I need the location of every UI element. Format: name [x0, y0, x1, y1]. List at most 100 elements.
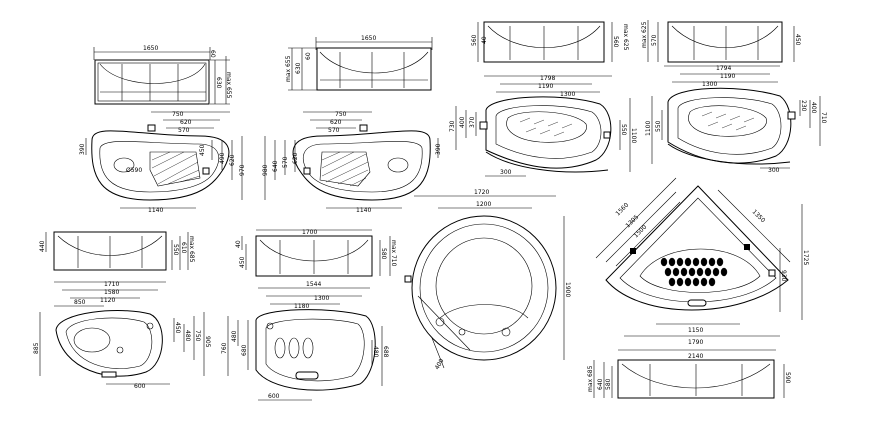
- dim-60-b: 60: [305, 52, 312, 60]
- dim-620-d: 620: [292, 152, 299, 164]
- dim-980-a: 980: [262, 164, 269, 176]
- dim-570-b: 570: [328, 127, 340, 134]
- dim-230: 230: [800, 100, 807, 112]
- dim-300-b: 300: [768, 167, 780, 174]
- dim-760: 760: [221, 342, 228, 354]
- dim-630-b: 630: [295, 62, 302, 74]
- elevation-view-6: 1700 40 450 580 max 710: [235, 229, 397, 277]
- dim-930: 930: [780, 270, 787, 282]
- dim-1100-a: 1100: [630, 128, 637, 143]
- dim-40-b: 40: [235, 240, 242, 248]
- dim-1560: 1560: [614, 202, 630, 218]
- dim-1190-b: 1190: [720, 73, 735, 80]
- plan-view-1: 750 620 570 Ø590 1140 390 450 490 620 97…: [79, 111, 246, 214]
- dim-730-a: 730: [449, 120, 456, 132]
- dim-1120: 1120: [100, 297, 115, 304]
- dim-570-c: 570: [282, 156, 289, 168]
- dim-580-b: 580: [605, 378, 612, 390]
- plan-view-4: 1794 1190 1300 1100 550 230 400 710 300: [645, 65, 827, 174]
- dim-370-a: 370: [469, 116, 476, 128]
- dim-600-a: 600: [134, 383, 146, 390]
- dim-1700: 1700: [302, 229, 317, 236]
- dim-300-a: 300: [500, 169, 512, 176]
- dim-400-b: 400: [810, 102, 817, 114]
- dim-400-a: 400: [459, 116, 466, 128]
- dim-560-b: 560: [612, 36, 619, 48]
- dim-680: 680: [241, 344, 248, 356]
- dim-1300-a: 1300: [560, 91, 575, 98]
- elevation-view-4: max 625 570 450: [641, 20, 801, 63]
- dim-850: 850: [74, 299, 86, 306]
- dim-dia590: Ø590: [126, 167, 142, 174]
- dim-640-a: 640: [272, 160, 279, 172]
- dim-max655-b: max 655: [285, 55, 292, 82]
- elevation-view-1: 1650 60 630 max 655: [93, 45, 232, 105]
- dim-550-a: 550: [620, 124, 627, 136]
- dim-1798: 1798: [540, 75, 555, 82]
- dim-620-b: 620: [229, 154, 236, 166]
- dim-1200: 1200: [476, 201, 491, 208]
- dim-1790: 1790: [688, 339, 703, 346]
- dim-450-a: 450: [199, 144, 206, 156]
- dim-750-a: 750: [172, 111, 184, 118]
- dim-480-b: 480: [231, 330, 238, 342]
- dim-710-a: 710: [820, 112, 827, 124]
- dim-400-c: 400: [434, 357, 446, 371]
- dim-1190-a: 1190: [538, 83, 553, 90]
- dim-480-a: 480: [184, 330, 191, 342]
- dim-490-a: 490: [219, 152, 226, 164]
- dim-1150: 1150: [688, 327, 703, 334]
- dim-1725: 1725: [802, 250, 809, 265]
- dim-1140-b: 1140: [356, 207, 371, 214]
- dim-1794: 1794: [716, 65, 731, 72]
- dim-390-b: 390: [435, 143, 442, 155]
- dim-620-c: 620: [330, 119, 342, 126]
- dim-480-c: 480: [372, 346, 379, 358]
- dim-750-c: 750: [194, 330, 201, 342]
- dim-600-b: 600: [268, 393, 280, 400]
- dim-1100-b: 1100: [645, 121, 652, 136]
- dim-550-b: 550: [655, 120, 662, 132]
- dim-590: 590: [784, 372, 791, 384]
- dim-440: 440: [39, 240, 46, 252]
- dim-max685-a: max 685: [188, 236, 195, 263]
- jet-grid: [660, 257, 728, 287]
- dim-40-a: 40: [481, 36, 488, 44]
- dim-1500: 1500: [632, 224, 648, 240]
- dim-450-c: 450: [174, 322, 181, 334]
- dim-1900: 1900: [564, 282, 571, 297]
- dim-2140: 2140: [688, 353, 703, 360]
- dim-max655-a: max 655: [225, 72, 232, 99]
- plan-view-round: 1720 1200 1900 400: [404, 189, 571, 371]
- dim-1720: 1720: [474, 189, 489, 196]
- dim-1140-a: 1140: [148, 207, 163, 214]
- dim-905: 905: [204, 336, 211, 348]
- dim-390-a: 390: [79, 143, 86, 155]
- dim-60-a: 60: [209, 50, 216, 58]
- dim-560-a: 560: [471, 34, 478, 46]
- dim-1650-a: 1650: [143, 45, 158, 52]
- dim-1544: 1544: [306, 281, 321, 288]
- plan-view-corner: 1560 1305 1500 1350 1725 930 1150 1790 2…: [595, 177, 809, 360]
- dim-1580: 1580: [104, 289, 119, 296]
- dim-970-a: 970: [239, 164, 246, 176]
- dim-640-b: 640: [597, 378, 604, 390]
- plan-view-3: 1798 1190 1300 730 400 370 1100 550 300: [449, 75, 637, 177]
- dim-688: 688: [382, 346, 389, 358]
- dim-620-a: 620: [180, 119, 192, 126]
- plan-view-6: 1544 1300 1180 760 480 680 480 688 600: [221, 281, 389, 401]
- dim-max625-b: max 625: [641, 21, 648, 48]
- dim-885: 885: [33, 342, 40, 354]
- dim-610: 610: [180, 242, 187, 254]
- dim-1180: 1180: [294, 303, 309, 310]
- dim-1710: 1710: [104, 281, 119, 288]
- dim-570-d: 570: [651, 34, 658, 46]
- dim-max625-a: max 625: [622, 24, 629, 51]
- dim-max710: max 710: [390, 240, 397, 267]
- dim-630-a: 630: [215, 77, 222, 89]
- dim-1350: 1350: [751, 208, 767, 224]
- dim-580-a: 580: [380, 248, 387, 260]
- elevation-view-2: 1650 max 655 630 60: [285, 35, 433, 91]
